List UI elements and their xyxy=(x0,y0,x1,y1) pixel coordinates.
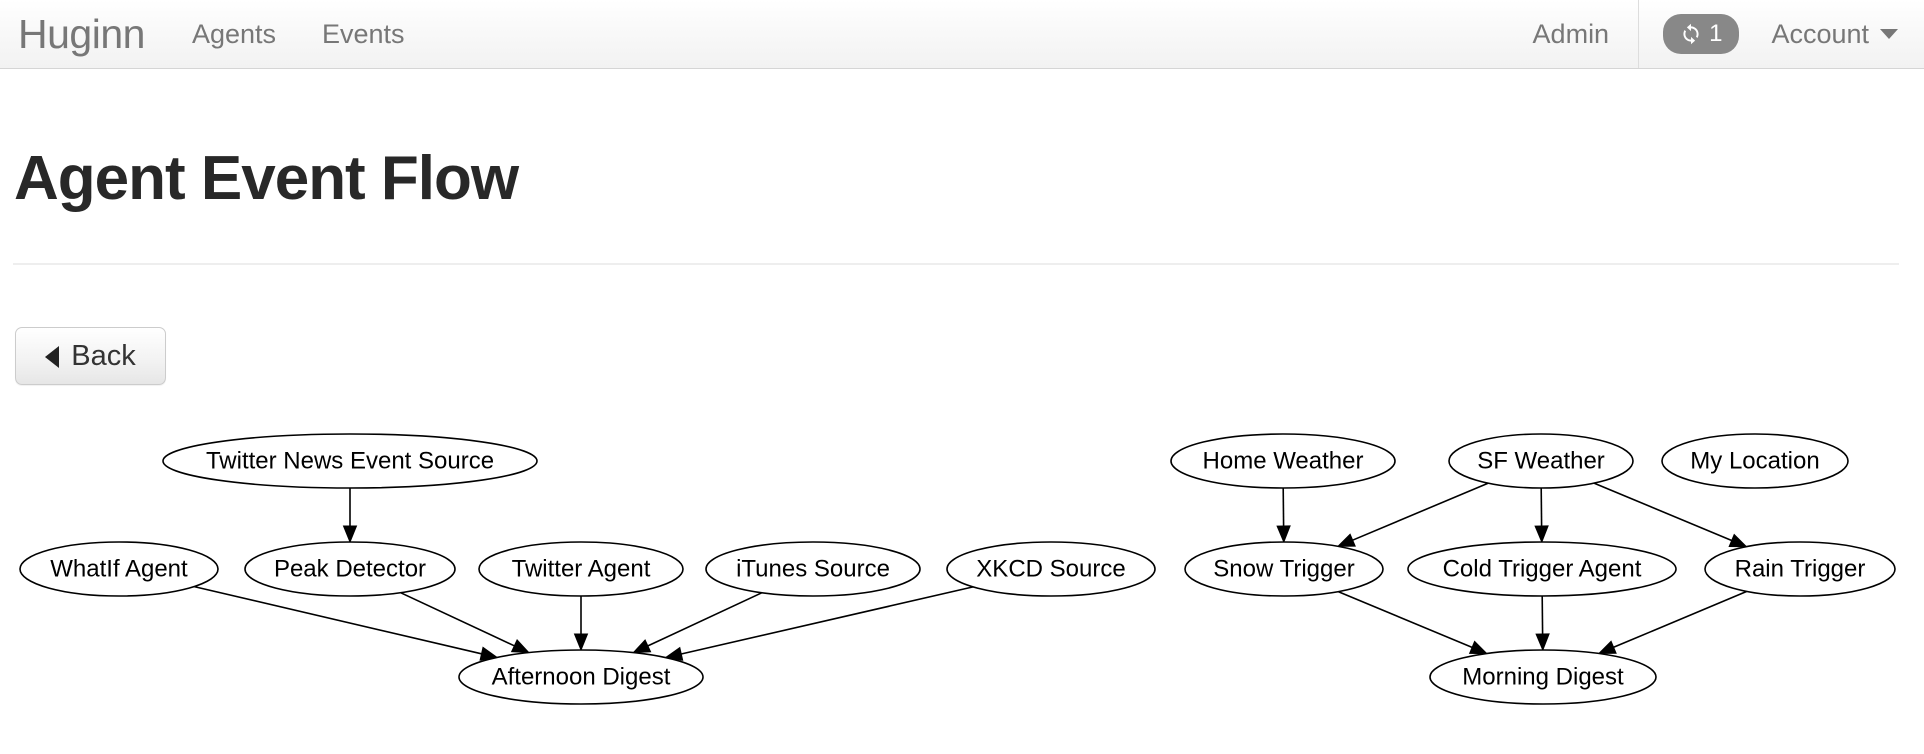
graph-edge xyxy=(1534,487,1549,544)
node-ellipse xyxy=(1661,433,1849,489)
node-label: Twitter News Event Source xyxy=(206,447,494,474)
node-label: Snow Trigger xyxy=(1213,555,1354,582)
graph-node-my_location[interactable]: My Location xyxy=(1661,433,1849,489)
node-ellipse xyxy=(1170,433,1396,489)
refresh-icon xyxy=(1678,21,1704,47)
nav-link-admin[interactable]: Admin xyxy=(1532,19,1610,49)
arrowhead-icon xyxy=(1597,640,1617,655)
graph-node-snow_trigger[interactable]: Snow Trigger xyxy=(1184,541,1384,597)
arrowhead-icon xyxy=(1535,633,1550,652)
node-label: Morning Digest xyxy=(1462,663,1624,690)
graph-node-twitter_agent[interactable]: Twitter Agent xyxy=(478,541,684,597)
graph-edge xyxy=(1597,590,1748,655)
node-label: Rain Trigger xyxy=(1735,555,1866,582)
graph-edge xyxy=(342,488,358,544)
node-label: Twitter Agent xyxy=(512,555,651,582)
arrowhead-icon xyxy=(510,639,530,654)
graph-edge xyxy=(1593,482,1748,548)
back-button-label: Back xyxy=(71,339,136,372)
graph-edge xyxy=(1535,595,1550,652)
worker-status-count: 1 xyxy=(1709,20,1723,47)
graph-edges xyxy=(194,482,1748,661)
arrowhead-icon xyxy=(1534,525,1549,544)
node-ellipse xyxy=(1407,541,1677,597)
graph-edge xyxy=(1337,590,1489,655)
node-ellipse xyxy=(162,433,538,489)
nav-link-agents[interactable]: Agents xyxy=(191,19,276,49)
page-title: Agent Event Flow xyxy=(14,144,519,213)
graph-edge xyxy=(1276,487,1291,544)
node-ellipse xyxy=(1184,541,1384,597)
node-ellipse xyxy=(1429,649,1657,705)
node-ellipse xyxy=(1704,541,1896,597)
graph-edge xyxy=(400,591,530,654)
node-ellipse xyxy=(946,541,1156,597)
arrowhead-icon xyxy=(632,639,652,654)
caret-down-icon xyxy=(1880,29,1898,39)
graph-edge xyxy=(1336,482,1489,547)
graph-node-whatif[interactable]: WhatIf Agent xyxy=(19,541,219,597)
back-button[interactable]: Back xyxy=(15,327,166,385)
node-label: Home Weather xyxy=(1203,447,1364,474)
graph-node-sf_weather[interactable]: SF Weather xyxy=(1448,433,1634,489)
node-label: My Location xyxy=(1690,447,1819,474)
graph-edge xyxy=(573,596,589,652)
graph-edge xyxy=(194,585,499,661)
brand-logo[interactable]: Huginn xyxy=(18,11,145,57)
graph-node-cold_trigger[interactable]: Cold Trigger Agent xyxy=(1407,541,1677,597)
node-ellipse xyxy=(1448,433,1634,489)
node-label: iTunes Source xyxy=(736,555,890,582)
graph-node-afternoon[interactable]: Afternoon Digest xyxy=(458,649,704,705)
arrowhead-icon xyxy=(1276,525,1291,544)
graph-node-twitter_news[interactable]: Twitter News Event Source xyxy=(162,433,538,489)
arrowhead-icon xyxy=(573,633,589,652)
node-ellipse xyxy=(478,541,684,597)
node-ellipse xyxy=(244,541,456,597)
nav-link-events[interactable]: Events xyxy=(322,19,405,49)
arrowhead-icon xyxy=(342,525,358,544)
chevron-left-icon xyxy=(45,346,60,368)
graph-node-morning[interactable]: Morning Digest xyxy=(1429,649,1657,705)
arrowhead-icon xyxy=(1728,533,1748,548)
node-label: WhatIf Agent xyxy=(50,555,188,582)
graph-node-xkcd_source[interactable]: XKCD Source xyxy=(946,541,1156,597)
node-label: XKCD Source xyxy=(976,555,1125,582)
node-label: Cold Trigger Agent xyxy=(1443,555,1642,582)
graph-edge xyxy=(632,591,763,654)
navbar-right-group: Admin 1 Account xyxy=(1510,0,1924,68)
node-label: Peak Detector xyxy=(274,555,426,582)
node-ellipse xyxy=(19,541,219,597)
node-label: SF Weather xyxy=(1477,447,1605,474)
navbar-left-group: Huginn Agents Events xyxy=(0,0,428,68)
arrowhead-icon xyxy=(1468,640,1489,655)
account-menu[interactable]: Account xyxy=(1757,19,1924,50)
top-navbar: Huginn Agents Events Admin 1 Account xyxy=(0,0,1924,69)
node-ellipse xyxy=(458,649,704,705)
graph-node-rain_trigger[interactable]: Rain Trigger xyxy=(1704,541,1896,597)
graph-node-peak_detector[interactable]: Peak Detector xyxy=(244,541,456,597)
node-ellipse xyxy=(705,541,921,597)
navbar-divider xyxy=(1638,0,1640,68)
graph-node-itunes_source[interactable]: iTunes Source xyxy=(705,541,921,597)
graph-node-home_weather[interactable]: Home Weather xyxy=(1170,433,1396,489)
arrowhead-icon xyxy=(1336,533,1356,547)
account-menu-label: Account xyxy=(1771,18,1869,49)
node-label: Afternoon Digest xyxy=(492,663,671,690)
graph-edge xyxy=(664,586,974,661)
header-divider xyxy=(13,263,1899,265)
worker-status-badge[interactable]: 1 xyxy=(1663,14,1740,54)
